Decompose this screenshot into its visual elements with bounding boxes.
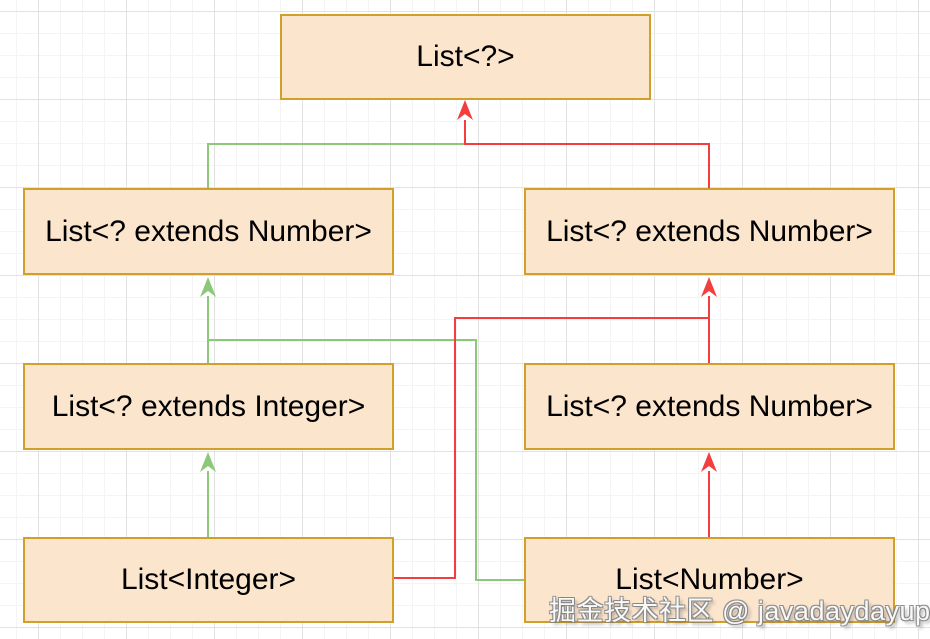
edge-mid-left-to-top — [207, 120, 466, 188]
node-list-extends-number-left: List<? extends Number> — [23, 188, 394, 275]
node-list-wildcard: List<?> — [280, 14, 651, 100]
node-list-number: List<Number> — [524, 537, 895, 623]
node-list-extends-number-lower-right: List<? extends Number> — [524, 363, 895, 450]
arrowhead-top — [457, 100, 473, 120]
arrowhead-low-right — [701, 452, 717, 472]
arrowhead-mid-right — [701, 277, 717, 297]
node-list-extends-integer: List<? extends Integer> — [23, 363, 394, 450]
node-list-extends-number-right: List<? extends Number> — [524, 188, 895, 275]
node-list-integer: List<Integer> — [23, 537, 394, 623]
arrowhead-mid-left — [200, 277, 216, 297]
edge-mid-right-to-top — [464, 120, 710, 188]
arrowhead-low-left — [200, 452, 216, 472]
watermark: 掘金技术社区 @ javadaydayup — [549, 596, 930, 626]
